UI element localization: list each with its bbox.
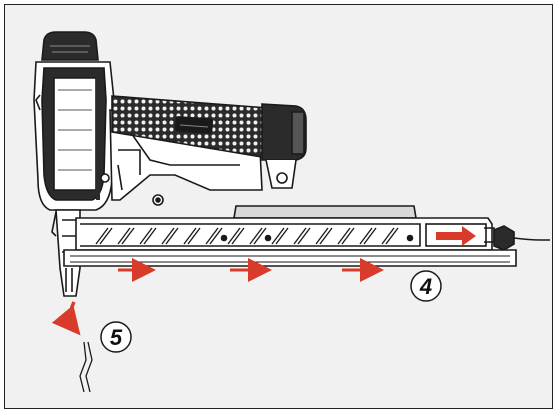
step-badge-4: 4 — [410, 270, 442, 302]
feed-direction-arrows — [118, 226, 476, 282]
pull-cord — [513, 237, 550, 241]
nail-strip — [95, 227, 399, 245]
pusher-arrow-icon — [436, 226, 476, 246]
brand-plate — [174, 116, 214, 134]
nail-strip-icon — [79, 341, 93, 393]
magazine-rail — [63, 249, 517, 267]
step-number-4: 4 — [419, 274, 432, 299]
pusher-latch — [493, 225, 515, 251]
step-number-circle-icon — [100, 321, 132, 353]
curved-arrow-icon — [51, 301, 81, 336]
step-number-circle-icon — [410, 270, 442, 302]
nail-gun — [33, 31, 550, 297]
step-badge-5: 5 — [100, 321, 132, 353]
step-number-5: 5 — [110, 325, 123, 350]
magazine-cover — [233, 205, 417, 219]
